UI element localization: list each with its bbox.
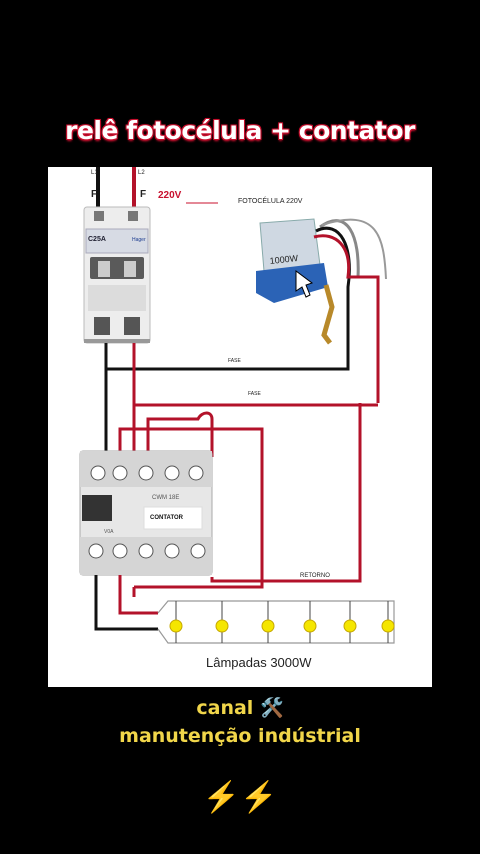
f2-label: F <box>140 189 146 200</box>
lightning-icon: ⚡⚡ <box>202 781 278 814</box>
retorno-label: RETORNO <box>300 573 330 579</box>
l2-label: L2 <box>138 170 145 176</box>
fase1-label: FASE <box>228 358 241 364</box>
channel-caption: canal 🛠️ manutenção indústrial <box>0 694 480 750</box>
photocell-rating: 1000W <box>269 253 299 266</box>
wiring-diagram-svg: L1 L2 F F 220V C25A Hager FOTOCÉLULA 220… <box>79 167 395 670</box>
fase2-label: FASE <box>248 391 261 397</box>
contactor-label: CONTATOR <box>150 515 184 521</box>
contactor: CWM 18E CONTATOR V0A <box>79 450 213 576</box>
video-title: relê fotocélula + contator <box>65 116 415 145</box>
contactor-model: CWM 18E <box>152 495 179 501</box>
breaker-brand: Hager <box>132 237 146 243</box>
lamps-label: Lâmpadas 3000W <box>206 655 312 670</box>
tools-icon: 🛠️ <box>259 697 284 719</box>
lamp-row <box>169 601 395 643</box>
cursor-icon <box>295 270 314 298</box>
contactor-coil: V0A <box>104 529 114 535</box>
breaker-rating: C25A <box>88 236 106 243</box>
f1-label: F <box>91 189 97 200</box>
circuit-breaker: C25A Hager <box>83 206 151 344</box>
photocell-label: FOTOCÉLULA 220V <box>238 196 303 205</box>
canal-line1: canal <box>196 697 254 719</box>
voltage-label: 220V <box>158 190 182 201</box>
wiring-diagram: L1 L2 F F 220V C25A Hager FOTOCÉLULA 220… <box>48 167 432 687</box>
photocell: 1000W <box>256 218 335 345</box>
l1-label: L1 <box>91 170 98 176</box>
canal-line2: manutenção indústrial <box>119 725 361 747</box>
